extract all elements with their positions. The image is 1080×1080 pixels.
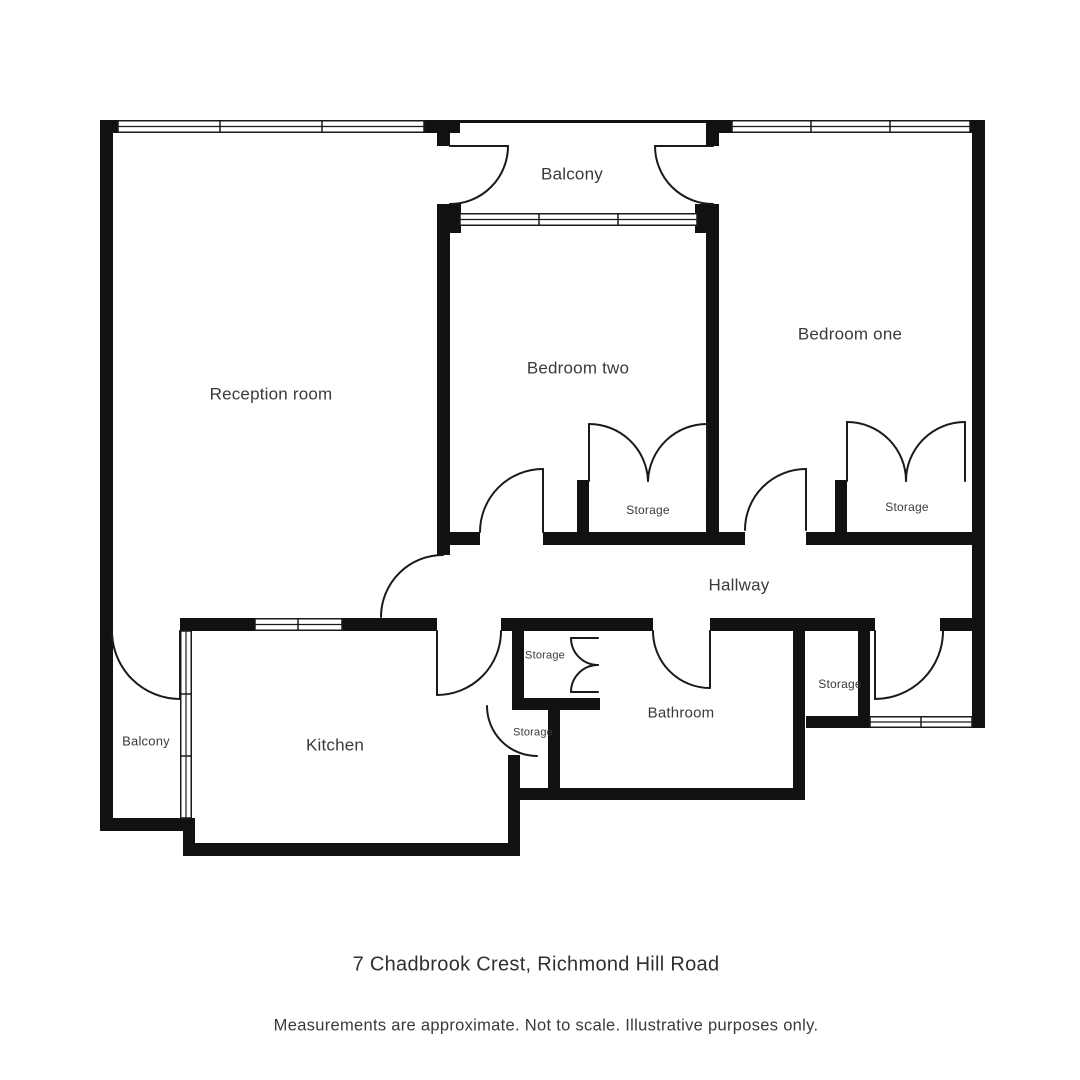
room-label-storage-entrance: Storage <box>818 677 862 691</box>
door-storage-bedroom-one <box>846 421 966 482</box>
room-label-bathroom: Bathroom <box>647 704 715 722</box>
door-storage-hall-upper <box>570 637 599 693</box>
room-label-storage-hall-upper: Storage <box>525 649 565 662</box>
door-reception-balcony <box>449 145 509 205</box>
door-balcony-lower <box>111 630 181 700</box>
door-kitchen <box>436 630 502 696</box>
disclaimer-text: Measurements are approximate. Not to sca… <box>273 1016 819 1035</box>
page-title: 7 Chadbrook Crest, Richmond Hill Road <box>352 953 720 976</box>
window-bedroom-two-top <box>459 213 698 226</box>
room-label-bedroom-one: Bedroom one <box>797 324 903 344</box>
room-label-balcony-lower: Balcony <box>122 733 170 749</box>
window-bedroom-one-top <box>731 120 971 133</box>
door-storage-hall-lower <box>486 705 538 757</box>
door-storage-bedroom-two <box>588 423 708 482</box>
door-bedroom-two <box>479 468 544 533</box>
window-reception-top <box>117 120 425 133</box>
windows <box>117 120 973 819</box>
door-reception-hallway <box>380 554 444 618</box>
room-label-hallway: Hallway <box>708 575 770 595</box>
room-label-reception: Reception room <box>209 384 333 404</box>
room-label-bedroom-two: Bedroom two <box>526 358 630 378</box>
door-bathroom <box>652 630 711 689</box>
walls <box>100 120 985 856</box>
room-label-storage-hall-lower: Storage <box>513 726 553 739</box>
window-balcony-kitchen <box>180 630 192 819</box>
room-label-storage-bedroom-one: Storage <box>885 500 929 514</box>
door-bedroom-one-balcony <box>654 145 714 205</box>
door-entrance <box>874 630 944 700</box>
room-label-balcony-top: Balcony <box>541 164 603 184</box>
door-bedroom-one <box>744 468 807 531</box>
window-reception-kitchen <box>254 618 343 631</box>
doors <box>111 145 966 757</box>
window-entrance-bottom <box>869 716 973 728</box>
room-label-storage-bedroom-two: Storage <box>626 503 670 517</box>
room-label-kitchen: Kitchen <box>305 735 365 755</box>
